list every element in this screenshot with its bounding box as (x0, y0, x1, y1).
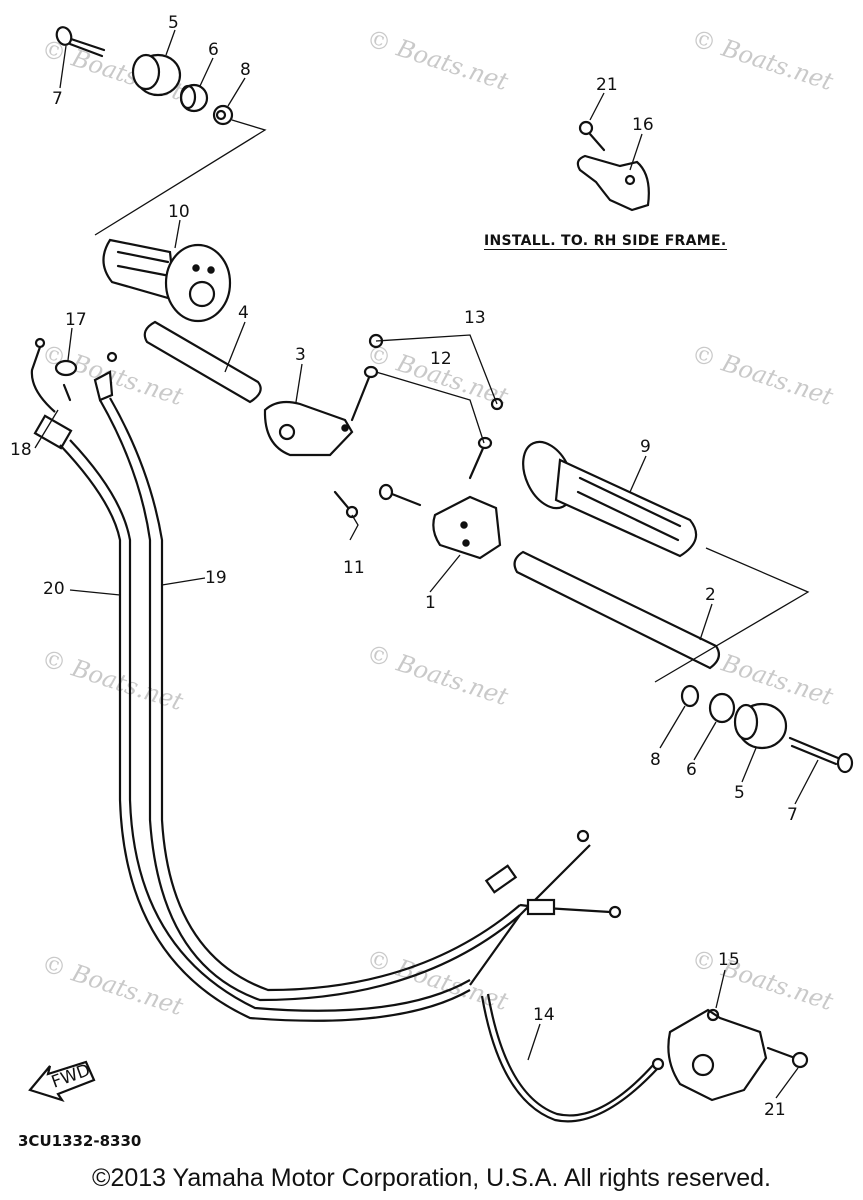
callout-7: 7 (787, 805, 798, 825)
callout-9: 9 (640, 437, 651, 457)
leader-12 (375, 371, 485, 444)
callout-10: 10 (168, 202, 190, 222)
screw-11-right (378, 483, 422, 507)
watermark: © Boats.net (38, 644, 187, 716)
callouts: 5 6 8 7 10 4 3 13 12 11 1 9 2 8 6 5 7 21… (10, 13, 819, 1120)
callout-20: 20 (43, 579, 65, 599)
callout-3: 3 (295, 345, 306, 365)
watermark: © Boats.net (688, 944, 837, 1016)
callout-15: 15 (718, 950, 740, 970)
handlebar-4 (143, 320, 262, 404)
collar-6-top (179, 83, 209, 113)
callout-21: 21 (596, 75, 618, 95)
cable-ends-lower (469, 829, 622, 986)
callout-16: 16 (632, 115, 654, 135)
screw-11-left (333, 490, 359, 519)
callout-14: 14 (533, 1005, 555, 1025)
cable-20 (59, 439, 471, 1022)
switch-1 (432, 495, 502, 560)
screw-12-lower (468, 436, 493, 480)
cable-19 (93, 351, 521, 1002)
callout-7: 7 (52, 89, 63, 109)
assembly-line (94, 119, 267, 236)
bolt-7-top (55, 26, 106, 58)
callout-21: 21 (764, 1100, 786, 1120)
cable-end-18 (33, 383, 73, 450)
callout-8: 8 (240, 60, 251, 80)
bolt-7-right (788, 736, 854, 774)
screw-12-upper (350, 365, 379, 422)
callout-5: 5 (168, 13, 179, 33)
watermark: © Boats.net (688, 339, 837, 411)
collar-6-right (708, 692, 736, 724)
callout-19: 19 (205, 568, 227, 588)
copyright-notice: ©2013 Yamaha Motor Corporation, U.S.A. A… (92, 1164, 771, 1192)
callout-17: 17 (65, 310, 87, 330)
callout-13: 13 (464, 308, 486, 328)
callout-4: 4 (238, 303, 249, 323)
callout-6: 6 (686, 760, 697, 780)
watermark: © Boats.net (363, 639, 512, 711)
throttle-grip-10 (102, 238, 232, 323)
fwd-arrow-icon: FWD (28, 1060, 96, 1102)
callout-11: 11 (343, 558, 365, 578)
callout-12: 12 (430, 349, 452, 369)
nut-8-right (680, 684, 700, 708)
lever-bracket-15 (667, 1008, 768, 1102)
callout-18: 18 (10, 440, 32, 460)
bracket-16 (576, 154, 650, 212)
watermark: © Boats.net (363, 24, 512, 96)
callout-2: 2 (705, 585, 716, 605)
switch-housing-3 (263, 400, 354, 457)
bolt-21-lower (766, 1046, 809, 1069)
nut-8-top (212, 104, 234, 126)
leader-11 (349, 514, 359, 541)
handlebar-2 (513, 550, 721, 670)
end-weight-5-top (131, 53, 182, 97)
callout-1: 1 (425, 593, 436, 613)
callout-5: 5 (734, 783, 745, 803)
assembly-line (654, 547, 810, 683)
leader-13 (375, 334, 498, 405)
cable-14 (480, 993, 665, 1123)
watermark: © Boats.net (38, 949, 187, 1021)
grip-9 (522, 440, 698, 558)
cable-end-17 (30, 337, 78, 413)
callout-8: 8 (650, 750, 661, 770)
diagram-code: 3CU1332-8330 (18, 1132, 142, 1150)
end-weight-5-right (733, 702, 788, 750)
watermark: © Boats.net (688, 24, 837, 96)
callout-6: 6 (208, 40, 219, 60)
install-note: INSTALL. TO. RH SIDE FRAME. (484, 233, 727, 250)
bolt-21-inset (578, 120, 606, 152)
